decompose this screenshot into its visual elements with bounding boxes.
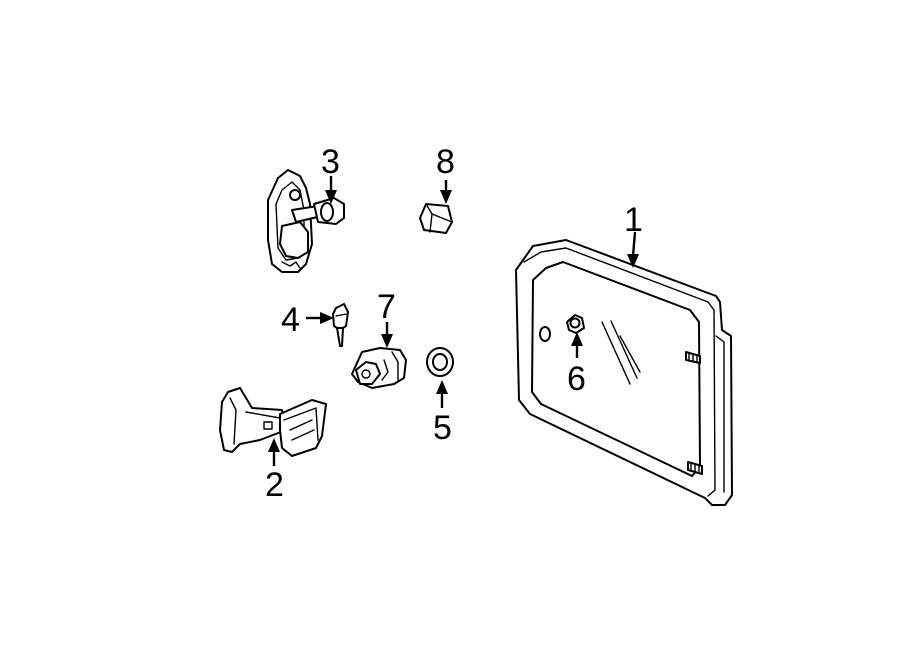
part-2-lower-hinge <box>219 387 327 457</box>
part-1-window-assembly <box>515 239 733 506</box>
part-7-bushing <box>351 347 407 389</box>
callout-8: 8 <box>436 143 455 181</box>
stud-lower <box>687 461 703 475</box>
glass-glare-line-3 <box>619 335 641 373</box>
callout-3: 3 <box>321 143 340 181</box>
hinge-leaf <box>219 387 287 453</box>
part-5-washer <box>426 347 454 377</box>
part-8-bumper <box>419 203 453 234</box>
hinge-strap <box>279 399 327 457</box>
callout-2: 2 <box>265 466 284 504</box>
part-4-pin <box>332 303 349 347</box>
callout-7: 7 <box>377 288 396 326</box>
frame-hole <box>539 326 551 342</box>
leader-arrows <box>268 176 639 466</box>
callout-labels: 1 2 3 4 5 6 7 8 <box>265 143 643 504</box>
latch-body <box>279 221 309 259</box>
callout-5: 5 <box>433 409 452 447</box>
frame-hinge-strip <box>715 335 725 493</box>
callout-4: 4 <box>281 301 300 339</box>
part-3-latch-assembly <box>267 169 345 273</box>
callout-6: 6 <box>567 360 586 398</box>
stud-upper <box>685 351 701 364</box>
callout-1: 1 <box>624 201 643 239</box>
latch-bolt-head <box>289 189 301 201</box>
window-frame-inner-lip <box>523 247 716 497</box>
glass-glare-line-2 <box>610 320 638 379</box>
glass-glare-line-1 <box>601 321 631 385</box>
arrow-1 <box>631 231 637 257</box>
part-6-nut <box>566 314 585 334</box>
